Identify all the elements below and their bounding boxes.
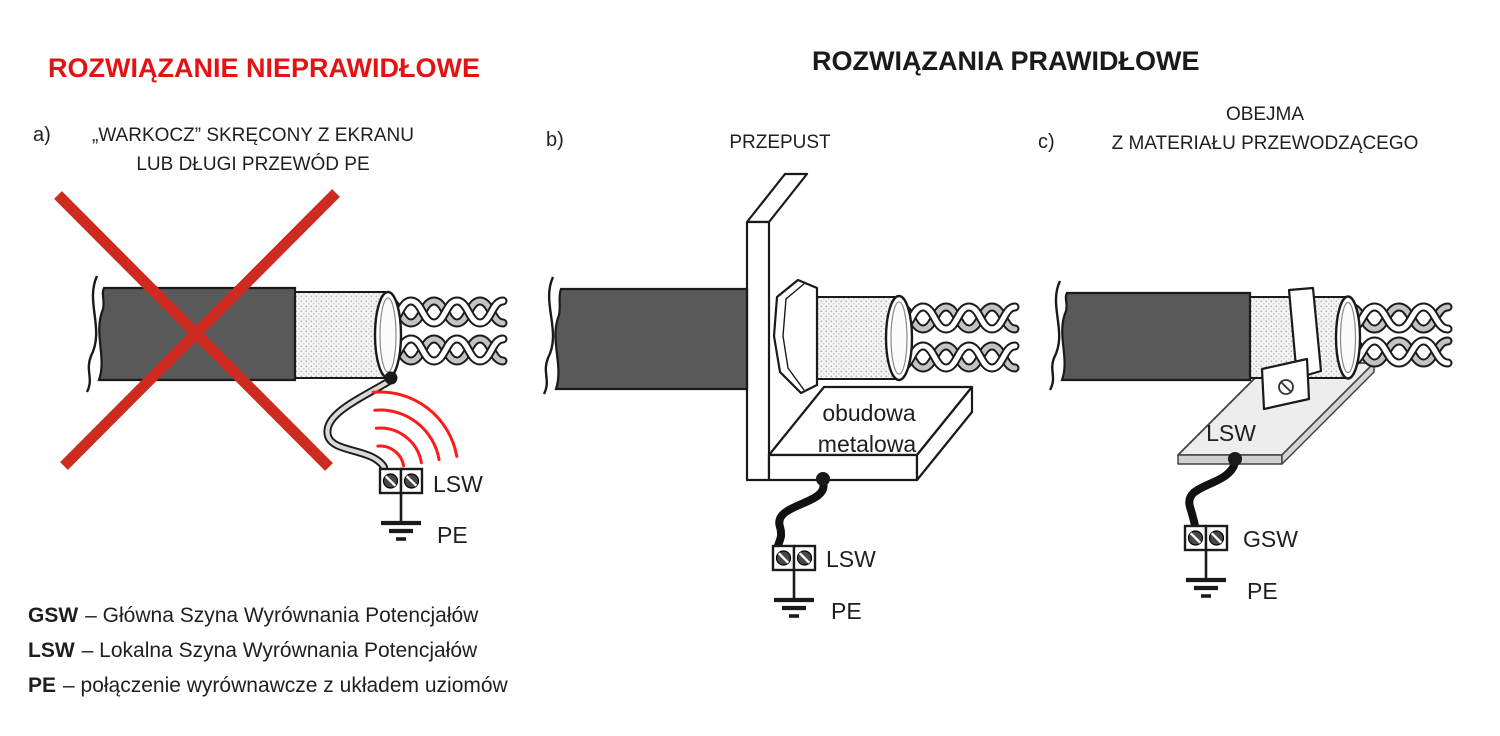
cable-shield	[816, 296, 898, 380]
figure-a-caption-line2: LUB DŁUGI PRZEWÓD PE	[136, 154, 370, 175]
bonding-dot	[1228, 452, 1242, 466]
figure-b-label: b)	[546, 129, 564, 151]
bus-label-a: LSW	[433, 471, 483, 497]
twisted-pair	[1345, 336, 1453, 368]
title-incorrect: ROZWIĄZANIE NIEPRAWIDŁOWE	[48, 53, 480, 83]
shield-tap-dot	[384, 371, 398, 385]
terminal-block	[771, 544, 817, 572]
ground-symbol	[1186, 550, 1226, 598]
figure-c-label: c)	[1038, 131, 1055, 153]
twisted-pair	[383, 334, 508, 366]
bonding-wire	[1185, 459, 1239, 530]
figure-c-caption-line1: OBEJMA	[1225, 104, 1305, 125]
diagram-a-incorrect: LSW PE	[54, 189, 508, 548]
legend-item-lsw: LSW – Lokalna Szyna Wyrównania Potencjałó…	[28, 633, 508, 668]
plate-label: LSW	[1206, 420, 1256, 446]
twisted-pair	[895, 302, 1020, 334]
legend-abbr: LSW	[28, 639, 75, 662]
figure-b-caption: PRZEPUST	[729, 132, 831, 153]
cable-break-line	[85, 275, 99, 393]
bonding-dot	[816, 472, 830, 486]
diagram-b-przepust: obudowa metalowa	[542, 172, 1020, 624]
title-correct: ROZWIĄZANIA PRAWIDŁOWE	[812, 46, 1200, 76]
pigtail-wire	[323, 376, 395, 471]
figure-a-caption: „WARKOCZ” SKRĘCONY Z EKRANU LUB DŁUGI PR…	[92, 121, 414, 179]
ground-label-b: PE	[831, 598, 862, 624]
twisted-pair	[383, 296, 508, 328]
legend-abbr: PE	[28, 674, 57, 697]
metal-wall	[745, 172, 809, 482]
figure-c-caption: OBEJMA Z MATERIAŁU PRZEWODZĄCEGO	[1085, 100, 1445, 158]
cable-jacket	[554, 287, 749, 391]
legend-desc: – Lokalna Szyna Wyrównania Potencjałów	[81, 639, 478, 662]
diagram-c-obejma: LSW	[1048, 280, 1453, 604]
legend: GSW – Główna Szyna Wyrównania Potencjałów…	[28, 598, 508, 703]
metal-floor	[767, 385, 974, 482]
figure-c-caption-line2: Z MATERIAŁU PRZEWODZĄCEGO	[1111, 133, 1419, 154]
terminal-block	[378, 467, 424, 495]
legend-desc: – połączenie wyrównawcze z układem uziom…	[63, 674, 508, 697]
bus-label-b: LSW	[826, 546, 876, 572]
cable-break-line	[542, 276, 555, 395]
twisted-pair	[1345, 302, 1453, 334]
legend-item-pe: PE – połączenie wyrównawcze z układem uzi…	[28, 668, 508, 703]
twisted-pair	[895, 341, 1020, 373]
legend-desc: – Główna Szyna Wyrównania Potencjałów	[85, 604, 479, 627]
emi-waves-icon	[371, 390, 459, 468]
legend-abbr: GSW	[28, 604, 79, 627]
enclosure-label-line1: obudowa	[822, 400, 916, 426]
figure-a-caption-line1: „WARKOCZ” SKRĘCONY Z EKRANU	[92, 125, 414, 146]
ground-symbol	[774, 570, 814, 618]
cable-gland	[772, 278, 819, 395]
ground-label-a: PE	[437, 522, 468, 548]
clamp-strap	[1260, 286, 1323, 411]
enclosure-label-line2: metalowa	[818, 431, 917, 457]
ground-symbol	[381, 493, 421, 541]
terminal-block	[1183, 524, 1229, 552]
cable-jacket	[1060, 291, 1252, 382]
bonding-plate	[1177, 362, 1375, 465]
bus-label-c: GSW	[1243, 526, 1298, 552]
cable-shield	[294, 291, 389, 379]
prohibition-cross-icon	[54, 189, 340, 471]
ground-label-c: PE	[1247, 578, 1278, 604]
legend-item-gsw: GSW – Główna Szyna Wyrównania Potencjałów	[28, 598, 508, 633]
cable-break-line	[1048, 280, 1062, 391]
figure-a-label: a)	[33, 124, 51, 146]
bonding-wire	[774, 478, 828, 550]
